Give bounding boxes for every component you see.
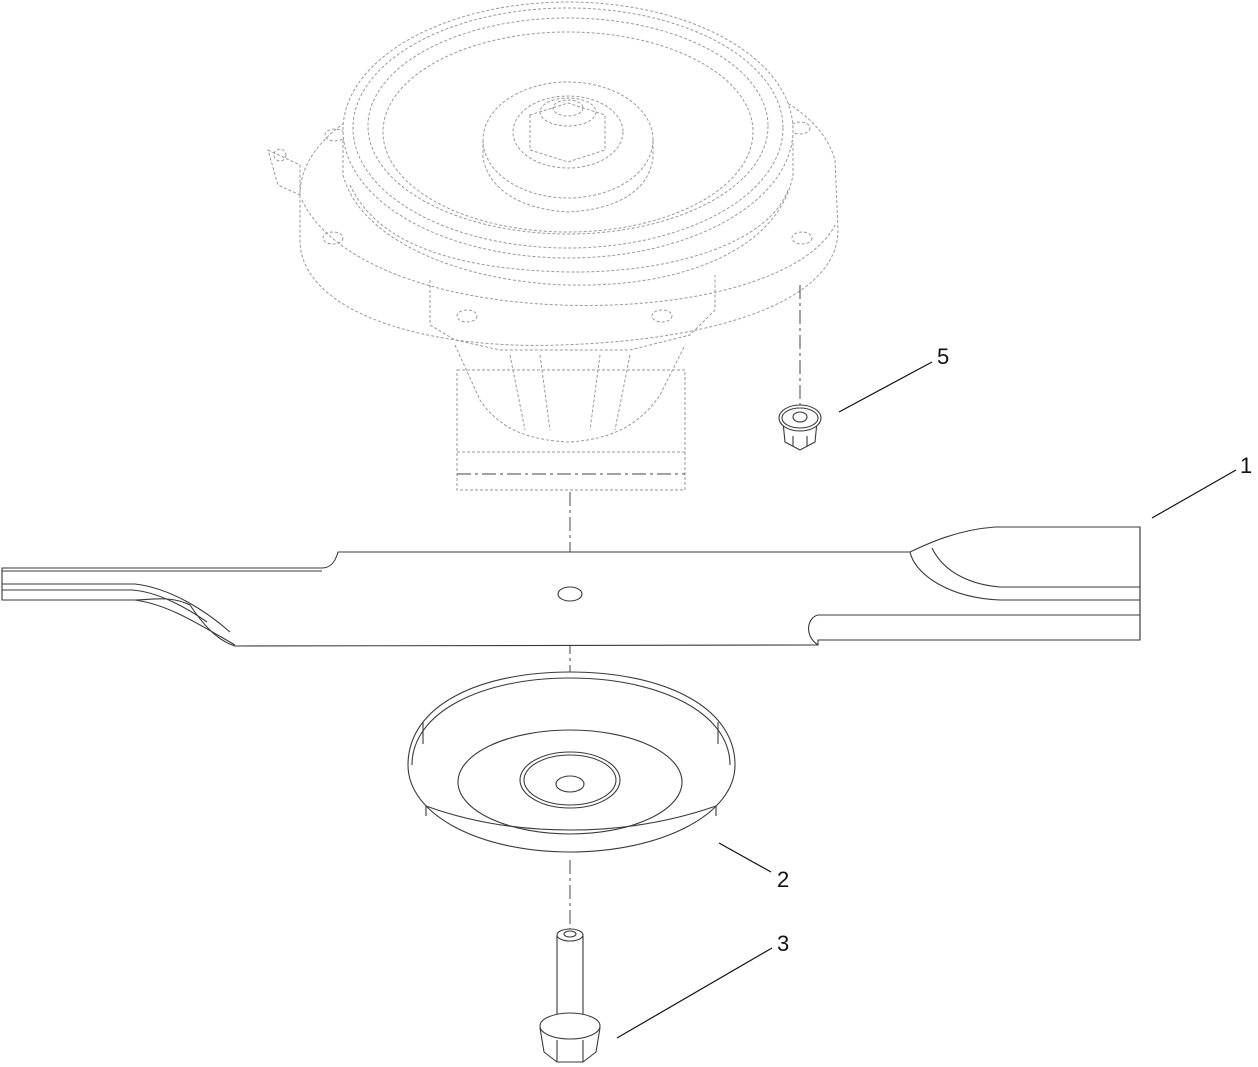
- cup-part: [407, 671, 736, 853]
- callout-number-5: 5: [937, 344, 950, 369]
- leader-line-2: [718, 842, 772, 873]
- leader-line-3: [616, 947, 773, 1039]
- flange-nut-part: [778, 404, 822, 451]
- callout-number-1: 1: [1240, 453, 1253, 478]
- blade-part: [1, 526, 1141, 647]
- callout-number-3: 3: [777, 931, 790, 956]
- leader-line-1: [1151, 469, 1237, 519]
- spindle-housing-assembly: [267, 1, 839, 491]
- bolt-part: [539, 928, 601, 1063]
- leader-line-5: [838, 361, 933, 413]
- callout-number-2: 2: [777, 867, 790, 892]
